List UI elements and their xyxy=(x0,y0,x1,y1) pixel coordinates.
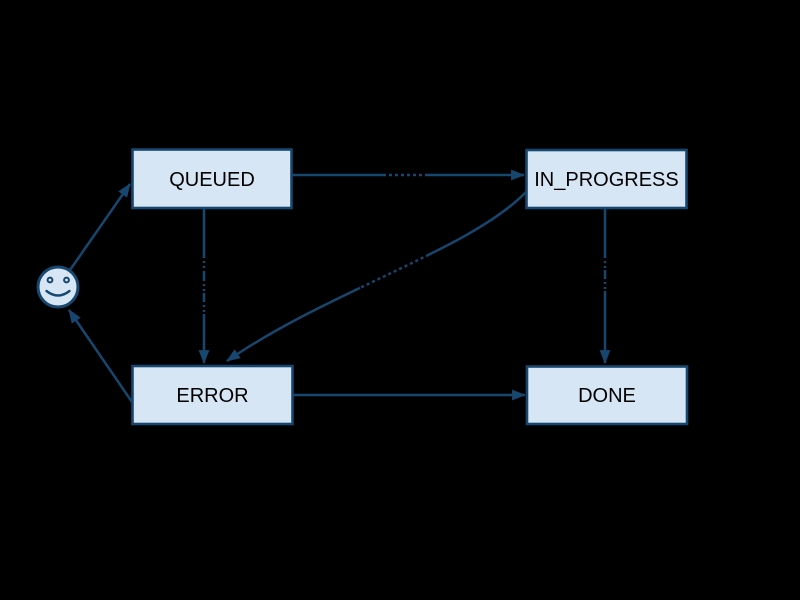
node-error-box xyxy=(131,364,294,426)
node-queued-box xyxy=(131,148,293,210)
node-in-progress: IN_PROGRESS xyxy=(525,148,688,210)
node-error-label: ERROR xyxy=(176,385,248,407)
smiley-left-eye xyxy=(46,276,54,284)
smiley-icon xyxy=(36,265,80,309)
smiley-mouth xyxy=(45,289,71,297)
edge-label-occlusion xyxy=(359,253,428,291)
node-in-progress-label: IN_PROGRESS xyxy=(534,169,678,191)
node-in-progress-box xyxy=(525,148,688,210)
edge-start-to-queued xyxy=(68,183,132,271)
node-done-box xyxy=(525,365,689,426)
edge-label-occlusions xyxy=(201,172,608,314)
node-error: ERROR xyxy=(131,364,294,426)
node-queued-label: QUEUED xyxy=(169,169,255,191)
edge-error-to-start xyxy=(67,309,134,403)
edge-inprogress-to-error xyxy=(226,191,527,363)
smiley-right-eye xyxy=(63,276,70,284)
node-done-label: DONE xyxy=(578,385,636,407)
node-queued: QUEUED xyxy=(131,148,293,210)
node-done: DONE xyxy=(525,365,689,426)
node-start xyxy=(36,265,80,309)
